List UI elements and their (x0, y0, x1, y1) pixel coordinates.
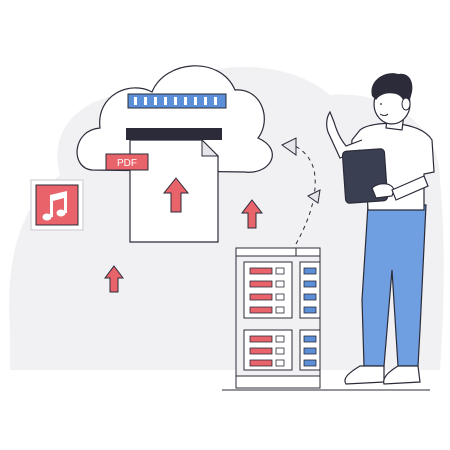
upload-arrow-icon (162, 177, 190, 213)
pdf-document: PDF (105, 138, 220, 243)
upload-arrow-icon (104, 265, 124, 293)
music-file-tile (30, 179, 84, 231)
person-icon (326, 73, 435, 385)
cloud-tray (126, 128, 222, 140)
upload-progress-bar (127, 93, 227, 109)
dashed-upload-path (281, 137, 321, 245)
server-rack-icon (235, 247, 321, 389)
upload-arrow-icon (240, 199, 264, 229)
cloud-icon (76, 65, 273, 173)
pdf-badge (105, 153, 149, 171)
pdf-badge-label: PDF (117, 158, 137, 169)
music-note-icon (42, 191, 67, 221)
